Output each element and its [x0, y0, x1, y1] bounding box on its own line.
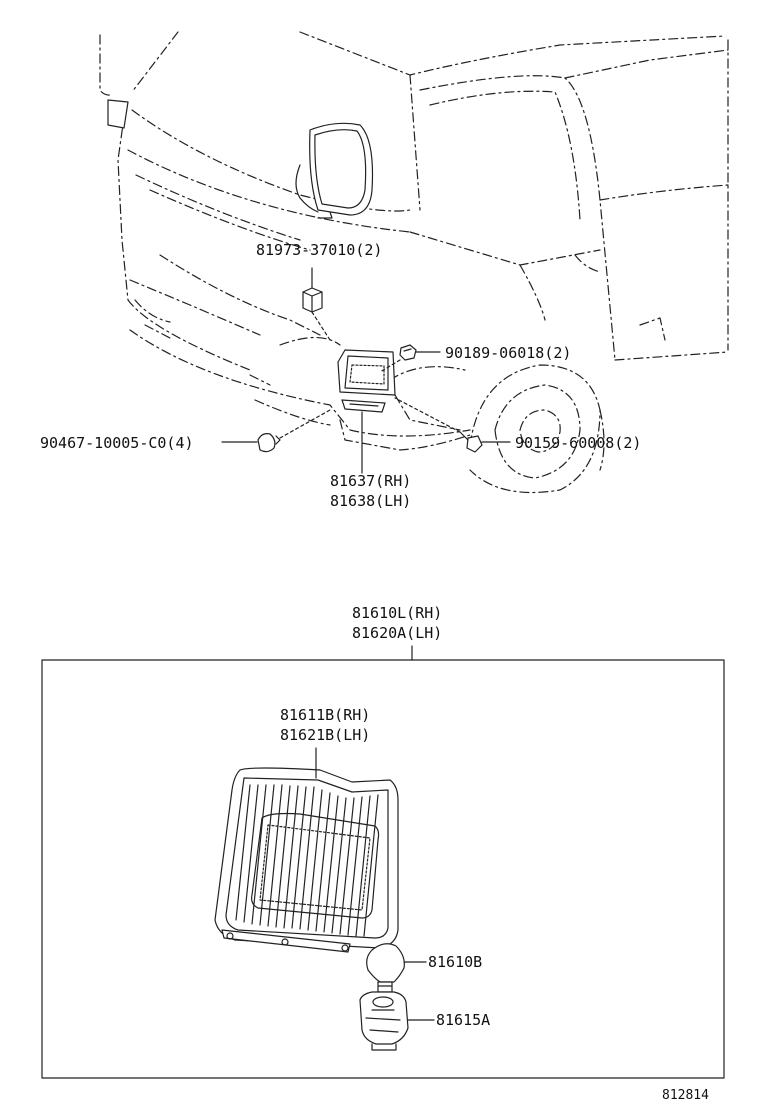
part-label-lamp-lh: 81638(LH) — [330, 492, 412, 510]
part-label-90159: 90159-60008(2) — [515, 434, 642, 452]
part-label-assy-lh: 81620A(LH) — [352, 624, 443, 642]
socket-drawing — [359, 991, 409, 1051]
leader-line — [279, 409, 331, 439]
part-label-lens-lh: 81621B(LH) — [280, 726, 371, 744]
screw-part-icon — [459, 431, 483, 453]
leader-line — [311, 311, 331, 341]
part-label-90189: 90189-06018(2) — [445, 344, 572, 362]
clip-part-icon — [302, 287, 323, 313]
part-label-lamp-rh: 81637(RH) — [330, 472, 412, 490]
part-label-81973: 81973-37010(2) — [256, 241, 383, 259]
part-label-lens-rh: 81611B(RH) — [280, 706, 371, 724]
assembly-box — [41, 659, 725, 1079]
side-mirror — [107, 99, 374, 219]
screw-part-icon — [399, 344, 417, 361]
part-label-socket: 81615A — [436, 1011, 491, 1029]
part-label-90467: 90467-10005-C0(4) — [40, 434, 194, 452]
clip-part-icon — [257, 433, 281, 453]
part-label-assy-rh: 81610L(RH) — [352, 604, 443, 622]
lamp-lens-drawing — [214, 767, 399, 953]
corner-lamp-small-icon — [337, 349, 396, 413]
bulb-drawing — [366, 943, 405, 993]
leader-line — [394, 397, 461, 433]
leader-line — [379, 359, 401, 373]
part-label-bulb: 81610B — [428, 953, 483, 971]
truck-cab-outline — [99, 31, 729, 494]
figure-number: 812814 — [662, 1088, 709, 1103]
